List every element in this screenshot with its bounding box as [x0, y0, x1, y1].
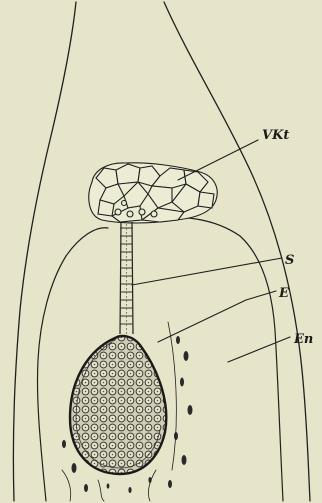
- leader-line-s: [132, 258, 282, 285]
- label-vkt: VKt: [262, 128, 289, 143]
- label-en: En: [293, 332, 313, 347]
- inner-right-contour: [146, 217, 283, 501]
- label-s: S: [285, 253, 294, 268]
- embryo: [70, 336, 166, 474]
- outer-integument-left-line: [13, 2, 76, 501]
- leader-line-e: [158, 291, 276, 342]
- stalk: [120, 222, 133, 334]
- label-e: E: [278, 286, 290, 301]
- leader-line-en: [228, 337, 290, 362]
- leader-line-vkt: [178, 140, 258, 180]
- cell-cluster: [89, 163, 217, 223]
- outer-integument-right-line: [164, 2, 310, 501]
